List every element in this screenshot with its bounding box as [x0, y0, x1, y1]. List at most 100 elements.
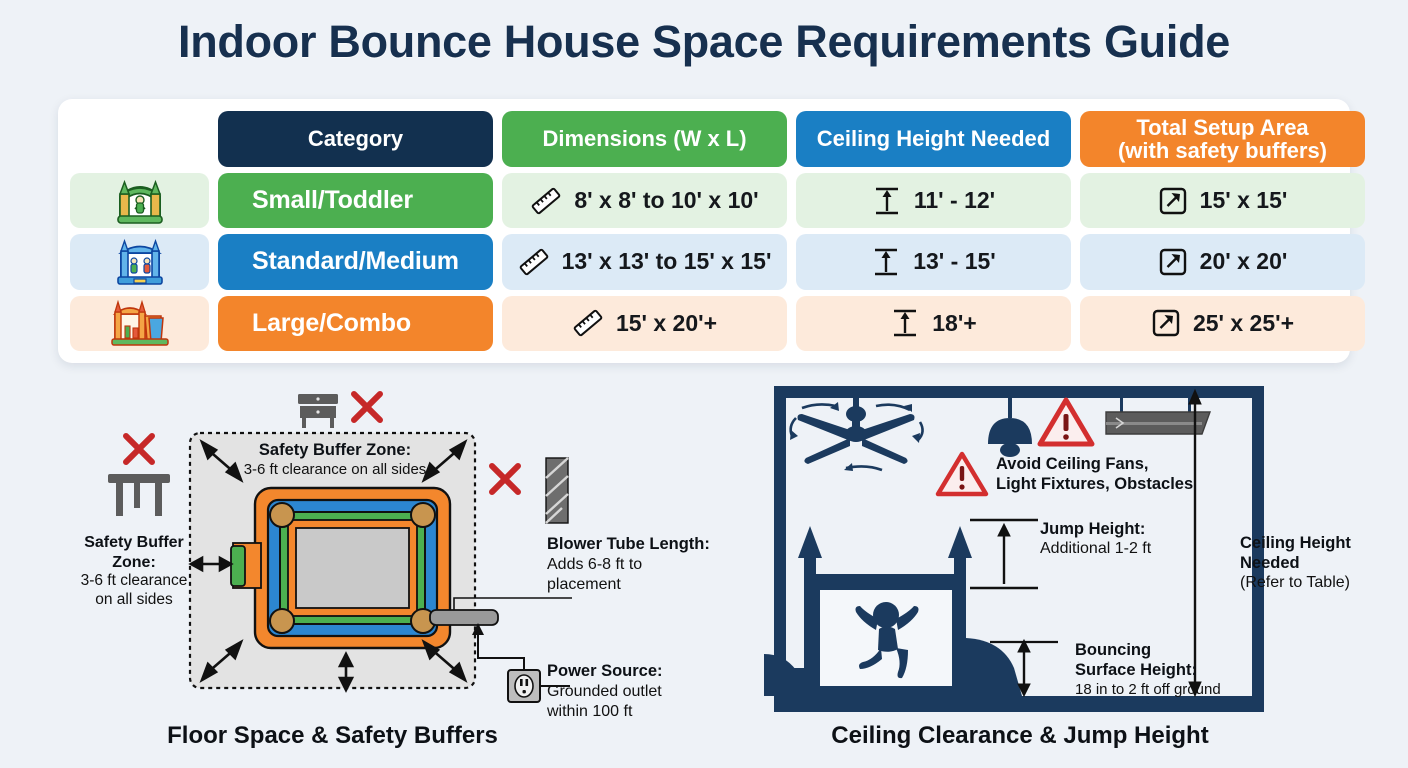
power-source-note: Power Source: Grounded outlet within 100… — [547, 661, 747, 722]
dresser-icon — [298, 394, 338, 428]
note-heading-line2: Needed — [1240, 554, 1300, 573]
safety-buffer-left-note: Safety Buffer Zone: 3-6 ft clearance on … — [48, 533, 220, 610]
warning-triangle-note-icon — [935, 451, 989, 497]
ruler-icon — [573, 310, 603, 337]
jumping-child-icon — [855, 602, 919, 679]
note-heading-line2: Zone: — [112, 553, 156, 571]
note-line1: Avoid Ceiling Fans, — [996, 455, 1149, 473]
header-label: Category — [307, 126, 404, 152]
note-body: Additional 1-2 ft — [1040, 540, 1152, 558]
note-body-line2: placement — [547, 575, 621, 593]
table-row — [70, 173, 209, 229]
power-cable — [477, 630, 525, 670]
red-x-dresser-icon — [351, 391, 383, 423]
area-value: 20' x 20' — [1199, 248, 1288, 275]
dimensions-value: 13' x 13' to 15' x 15' — [561, 248, 772, 275]
table-row: 8' x 8' to 10' x 10' — [502, 173, 787, 229]
bounce-house-small-icon — [116, 179, 163, 224]
header-label: Dimensions (W x L) — [542, 126, 747, 152]
red-x-column-icon — [489, 463, 521, 495]
header-label: Total Setup Area — [1136, 114, 1309, 140]
note-heading-line1: Safety Buffer — [84, 534, 184, 551]
safety-buffer-inner-note: Safety Buffer Zone: 3-6 ft clearance on … — [210, 441, 460, 479]
column-icon — [545, 457, 569, 524]
ceiling-clearance-diagram — [764, 386, 1264, 712]
area-expand-icon — [1159, 187, 1186, 214]
bouncing-surface-measure — [990, 638, 1058, 698]
ceiling-value: 18'+ — [932, 309, 977, 336]
header-label: Ceiling Height Needed — [816, 126, 1051, 152]
category-label: Large/Combo — [252, 308, 411, 337]
power-outlet-icon — [507, 669, 541, 703]
table-row: 15' x 15' — [1080, 173, 1365, 229]
area-value: 15' x 15' — [1199, 187, 1288, 214]
table-row: Small/Toddler — [218, 173, 493, 229]
note-body: (Refer to Table) — [1240, 574, 1350, 592]
left-panel-caption: Floor Space & Safety Buffers — [167, 722, 498, 749]
dimensions-value: 15' x 20'+ — [615, 309, 718, 336]
table-row: 11' - 12' — [796, 173, 1071, 229]
table-row: 13' - 15' — [796, 234, 1071, 290]
avoid-obstacles-note: Avoid Ceiling Fans, Light Fixtures, Obst… — [996, 455, 1216, 495]
pendant-light-icon — [988, 396, 1032, 457]
table-row — [70, 234, 209, 290]
note-body: 18 in to 2 ft off ground — [1075, 681, 1221, 699]
note-heading: Safety Buffer Zone: — [258, 441, 412, 459]
ruler-icon — [519, 248, 548, 276]
category-label: Standard/Medium — [252, 247, 459, 276]
table-row: 18'+ — [796, 295, 1071, 351]
bounce-house-standard-icon — [116, 238, 163, 285]
note-body-line2: within 100 ft — [547, 702, 633, 720]
floor-space-diagram — [108, 391, 572, 703]
right-panel-caption: Ceiling Clearance & Jump Height — [831, 722, 1209, 749]
area-value: 25' x 25'+ — [1192, 309, 1295, 336]
table-row: 20' x 20' — [1080, 234, 1365, 290]
category-label: Small/Toddler — [252, 186, 413, 215]
note-body-line1: 3-6 ft clearance — [80, 572, 188, 590]
table-row: Large/Combo — [218, 295, 493, 351]
note-heading: Jump Height: — [1040, 520, 1146, 538]
table-icon — [108, 474, 170, 516]
ruler-icon — [532, 187, 561, 214]
area-expand-icon — [1159, 248, 1186, 276]
table-header-icon-col — [70, 111, 209, 167]
note-heading-line1: Ceiling Height — [1240, 534, 1351, 552]
ceiling-value: 11' - 12' — [913, 187, 996, 214]
power-cable-arrow — [472, 623, 484, 635]
note-heading-line1: Bouncing — [1075, 641, 1152, 659]
jump-height-measure — [970, 518, 1038, 590]
table-header-ceiling: Ceiling Height Needed — [796, 111, 1071, 167]
note-heading: Blower Tube Length: — [547, 535, 710, 553]
jump-height-note: Jump Height: Additional 1-2 ft — [1040, 519, 1230, 559]
header-sublabel: (with safety buffers) — [1117, 138, 1328, 163]
note-body-line1: Grounded outlet — [547, 682, 662, 700]
note-heading-line2: Surface Height: — [1075, 661, 1197, 680]
table-header-total-area: Total Setup Area (with safety buffers) — [1080, 111, 1365, 167]
requirements-table-card: Category Dimensions (W x L) Ceiling Heig… — [58, 99, 1365, 363]
table-header-category: Category — [218, 111, 493, 167]
note-body: 3-6 ft clearance on all sides — [243, 460, 427, 478]
height-arrow-icon — [894, 310, 917, 337]
ceiling-height-needed-note: Ceiling Height Needed (Refer to Table) — [1240, 533, 1390, 593]
table-row — [70, 295, 209, 351]
bounce-house-top-view — [230, 486, 572, 650]
bounce-house-combo-icon — [110, 300, 169, 347]
dimensions-value: 8' x 8' to 10' x 10' — [574, 187, 759, 214]
page-title: Indoor Bounce House Space Requirements G… — [178, 16, 1230, 67]
height-arrow-icon — [875, 248, 898, 276]
buffer-arrows — [188, 439, 468, 693]
note-body-line2: on all sides — [95, 590, 173, 608]
ceiling-fan-icon — [789, 396, 924, 472]
table-row: Standard/Medium — [218, 234, 493, 290]
room-outline — [774, 386, 1264, 712]
height-arrow-icon — [875, 187, 898, 214]
ceiling-value: 13' - 15' — [913, 248, 996, 275]
blower-tube-note: Blower Tube Length: Adds 6-8 ft to place… — [547, 534, 747, 595]
requirements-table: Category Dimensions (W x L) Ceiling Heig… — [70, 111, 1365, 351]
table-header-dimensions: Dimensions (W x L) — [502, 111, 787, 167]
note-body-line1: Adds 6-8 ft to — [547, 555, 643, 573]
bouncing-surface-note: Bouncing Surface Height: 18 in to 2 ft o… — [1075, 640, 1240, 700]
note-heading: Power Source: — [547, 662, 663, 680]
warning-triangle-icon — [1037, 397, 1095, 447]
